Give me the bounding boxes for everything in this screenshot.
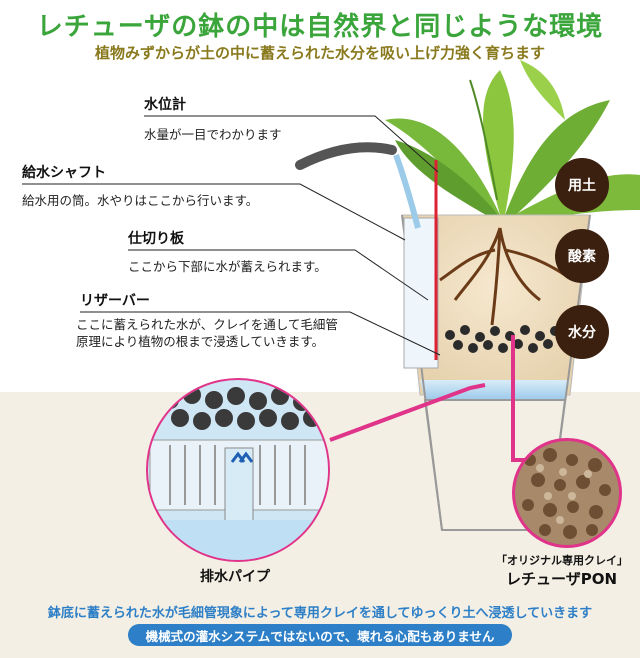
shaft-title: 給水シャフト	[22, 165, 106, 181]
soil-badge: 用土	[555, 158, 609, 212]
footer-notice: 機械式の灌水システムではないので、壊れる心配もありません	[128, 624, 512, 646]
divider-desc: ここから下部に水が蓄えられます。	[128, 259, 327, 274]
oxygen-badge: 酸素	[555, 229, 609, 283]
drain-magnifier	[146, 378, 330, 562]
label-connectors	[22, 115, 441, 356]
reserver-desc: ここに蓄えられた水が、クレイを通して毛細管原理により植物の根まで浸透していきます…	[76, 317, 338, 349]
pot-body	[295, 142, 591, 531]
water-gauge-title: 水位計	[144, 97, 186, 113]
clay-caption-line1: 「オリジナル専用クレイ」	[496, 554, 628, 567]
page-subtitle: 植物みずからが土の中に蓄えられた水分を吸い上げ力強く育ちます	[94, 44, 545, 62]
footer-text: 鉢底に蓄えられた水が毛細管現象によって専用クレイを通してゆっくり土へ浸透していき…	[47, 606, 593, 621]
clay-magnifier	[512, 438, 622, 548]
shaft-desc: 給水用の筒。水やりはここから行います。	[22, 193, 259, 208]
water-gauge-desc: 水量が一目でわかります	[144, 127, 282, 142]
clay-caption-line2: レチューザPON	[506, 570, 617, 588]
drain-pipe-caption: 排水パイプ	[200, 569, 270, 585]
page-title: レチューザの鉢の中は自然界と同じような環境	[36, 12, 604, 42]
water-badge: 水分	[555, 305, 609, 359]
divider-title: 仕切り板	[128, 231, 184, 247]
reserver-title: リザーバー	[80, 293, 150, 309]
